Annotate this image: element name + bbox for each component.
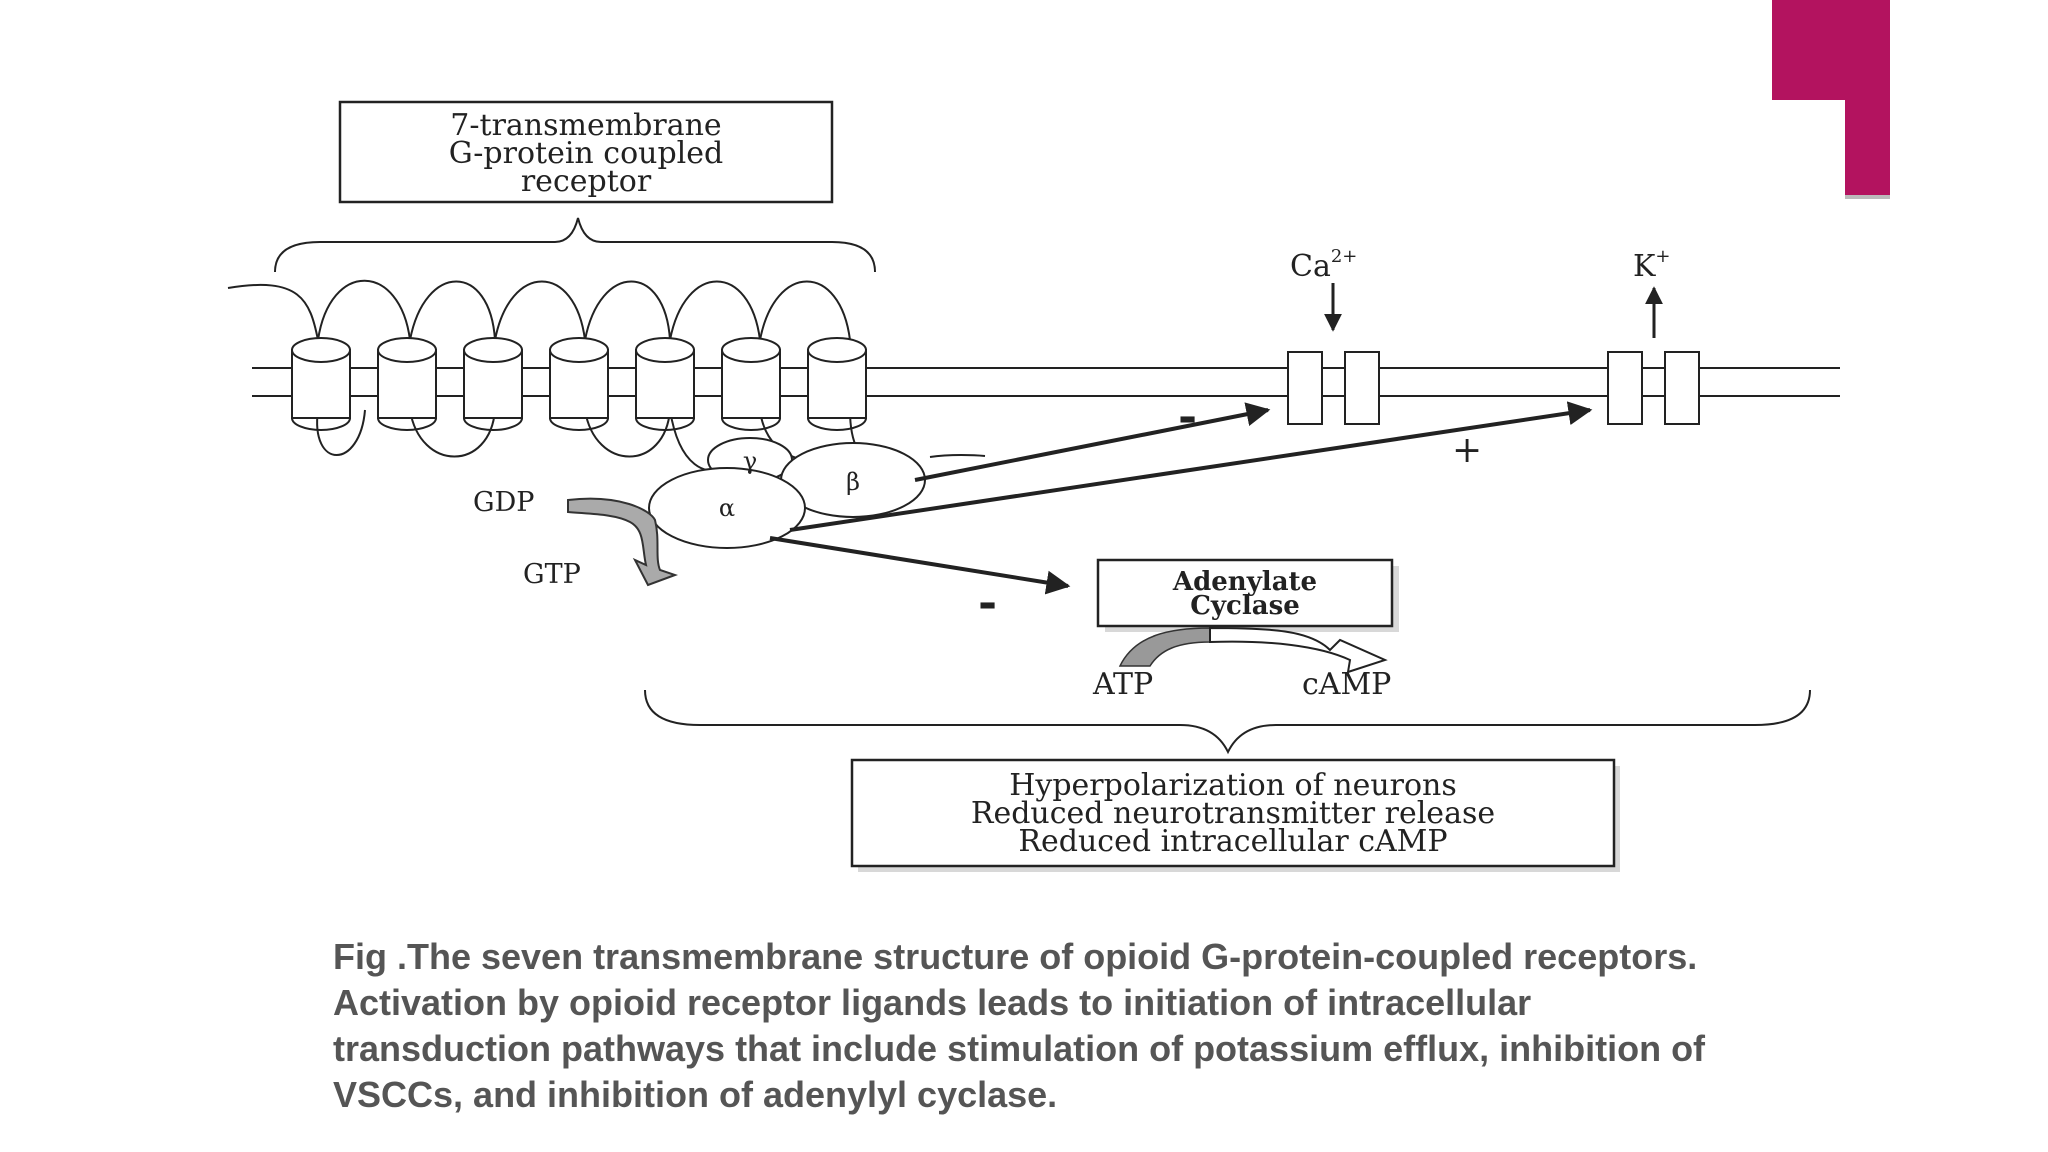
helix-3 [463, 337, 523, 431]
accent-bookmark [1772, 0, 1890, 199]
helix-2 [377, 337, 437, 431]
atp-conversion-arrow [1118, 627, 1211, 667]
effects-box: Hyperpolarization of neurons Reduced neu… [850, 758, 1620, 872]
effect-neurotransmitter-release: Reduced neurotransmitter release [971, 796, 1495, 831]
potassium-channel [1607, 351, 1700, 425]
potassium-ion-label: K+ [1633, 246, 1671, 284]
alpha-subunit [648, 467, 806, 549]
helix-4 [549, 337, 609, 431]
receptor-label-line-3: receptor [521, 164, 652, 199]
helix-6 [721, 337, 781, 431]
receptor-label-line-1: 7-transmembrane [450, 108, 721, 143]
calcium-inhibition-sign: - [1178, 389, 1197, 443]
effect-intracellular-camp: Reduced intracellular cAMP [1018, 824, 1447, 859]
figure-caption: Fig .The seven transmembrane structure o… [333, 934, 1893, 1118]
caption-line-2: Activation by opioid receptor ligands le… [333, 982, 1532, 1023]
potassium-stimulation-sign: + [1452, 430, 1482, 471]
gamma-label: γ [743, 447, 757, 475]
signaling-arrows [769, 401, 1593, 595]
gdp-to-gtp-arrow [567, 497, 679, 587]
receptor-brace [274, 217, 876, 273]
beta-label: β [846, 468, 860, 496]
adenylate-cyclase-line-2: Cyclase [1190, 591, 1300, 621]
effects-brace [644, 689, 1811, 755]
camp-label: cAMP [1302, 667, 1391, 702]
receptor-label-box: 7-transmembrane G-protein coupled recept… [338, 100, 834, 204]
helix-1 [291, 337, 351, 431]
caption-line-1: Fig .The seven transmembrane structure o… [333, 936, 1698, 977]
alpha-label: α [719, 494, 735, 522]
calcium-ion-label: Ca2+ [1290, 246, 1357, 284]
caption-line-4: VSCCs, and inhibition of adenylyl cyclas… [333, 1074, 1058, 1115]
transmembrane-helices [291, 337, 867, 431]
effect-hyperpolarization: Hyperpolarization of neurons [1009, 768, 1457, 803]
adenylate-cyclase-line-1: Adenylate [1172, 567, 1317, 597]
gdp-label: GDP [473, 487, 534, 518]
adenylate-cyclase-inhibition-sign: - [978, 575, 997, 629]
helix-7 [807, 337, 867, 431]
receptor-label-line-2: G-protein coupled [449, 136, 723, 171]
caption-line-3: transduction pathways that include stimu… [333, 1028, 1706, 1069]
g-protein [648, 437, 926, 549]
adenylate-cyclase-box: Adenylate Cyclase [1096, 558, 1399, 632]
calcium-channel [1287, 351, 1380, 425]
camp-conversion-arrow [1209, 626, 1388, 674]
gtp-label: GTP [523, 559, 581, 590]
helix-5 [635, 337, 695, 431]
atp-label: ATP [1092, 667, 1153, 702]
